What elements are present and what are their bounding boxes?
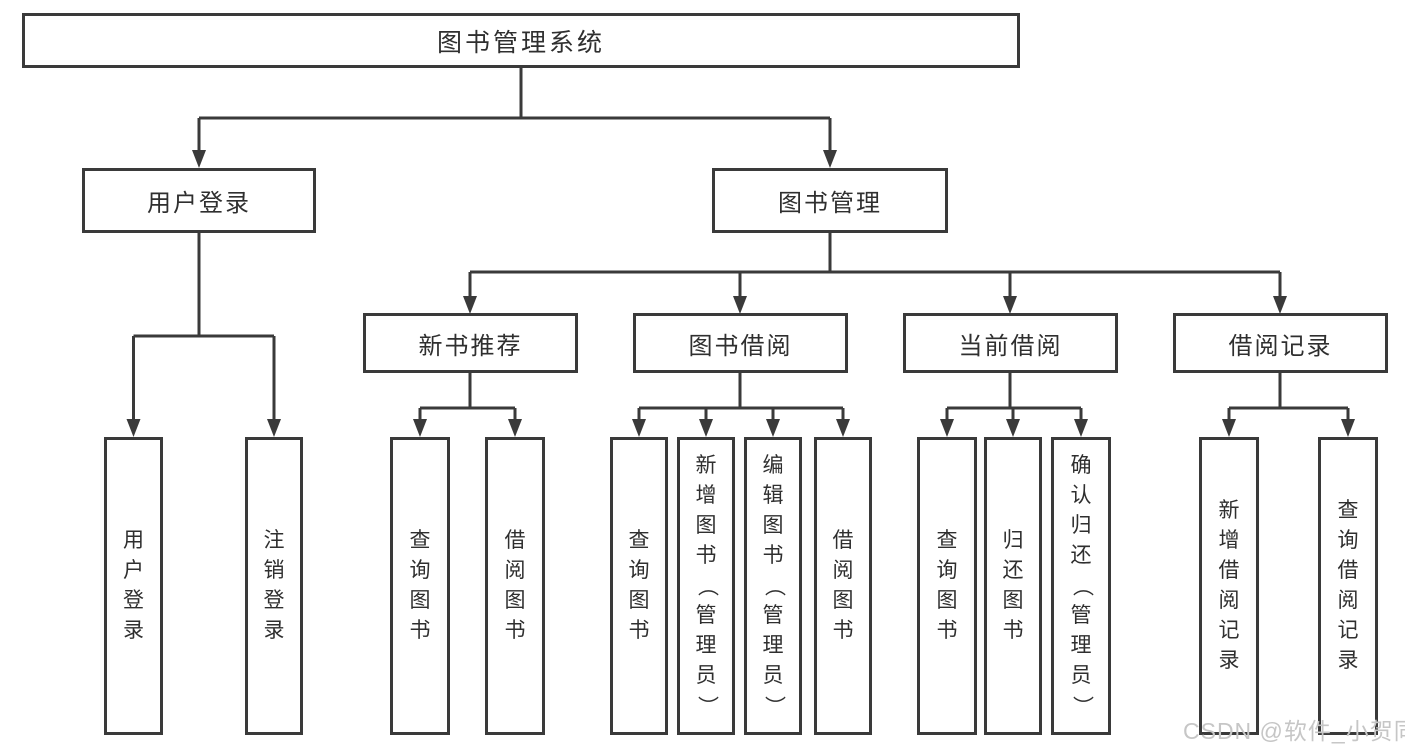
leaf-confirm-return-admin: 确认归还（管理员） xyxy=(1051,437,1111,735)
leaf-query-borrow-record: 查询借阅记录 xyxy=(1318,437,1378,735)
node-borrowing-records: 借阅记录 xyxy=(1173,313,1388,373)
leaf-edit-books-admin: 编辑图书（管理员） xyxy=(744,437,802,735)
leaf-borrow-books: 借阅图书 xyxy=(814,437,872,735)
node-new-book-recommendation: 新书推荐 xyxy=(363,313,578,373)
leaf-logout: 注销登录 xyxy=(245,437,303,735)
leaf-add-borrow-record: 新增借阅记录 xyxy=(1199,437,1259,735)
leaf-borrow-books-recommend: 借阅图书 xyxy=(485,437,545,735)
node-user-login: 用户登录 xyxy=(82,168,316,233)
leaf-add-books-admin: 新增图书（管理员） xyxy=(677,437,735,735)
leaf-user-login: 用户登录 xyxy=(104,437,163,735)
leaf-query-books-recommend: 查询图书 xyxy=(390,437,450,735)
node-book-borrowing: 图书借阅 xyxy=(633,313,848,373)
leaf-query-books-borrowing: 查询图书 xyxy=(610,437,668,735)
node-current-borrowing: 当前借阅 xyxy=(903,313,1118,373)
leaf-return-books: 归还图书 xyxy=(984,437,1042,735)
node-library-management-system: 图书管理系统 xyxy=(22,13,1020,68)
node-book-management: 图书管理 xyxy=(712,168,948,233)
leaf-query-books-current: 查询图书 xyxy=(917,437,977,735)
